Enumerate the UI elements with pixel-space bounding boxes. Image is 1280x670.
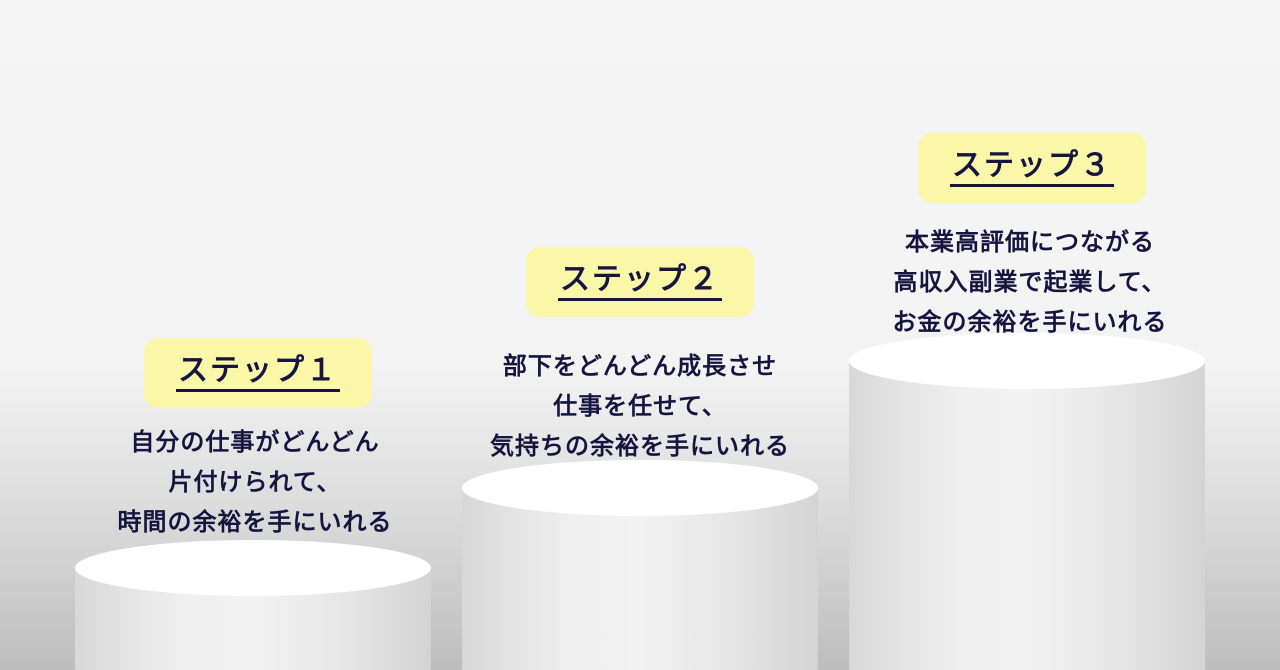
podium-step-2 [462, 460, 818, 670]
step-3-line-2: 高収入副業で起業して、 [893, 268, 1167, 296]
step-1-line-3: 時間の余裕を手にいれる [117, 508, 393, 536]
podium-body [462, 488, 818, 670]
step-3-label: ステップ３ [950, 149, 1114, 187]
step-2-line-1: 部下をどんどん成長させ [502, 352, 778, 380]
step-2-line-3: 気持ちの余裕を手にいれる [490, 432, 790, 460]
step-2-badge: ステップ２ [526, 247, 754, 317]
podium-step-3 [849, 333, 1205, 670]
step-3-description: 本業高評価につながる 高収入副業で起業して、 お金の余裕を手にいれる [830, 222, 1230, 342]
podium-step-1 [75, 540, 431, 670]
step-1-label: ステップ１ [176, 354, 340, 392]
podium-body [849, 361, 1205, 670]
step-3-line-3: お金の余裕を手にいれる [892, 308, 1168, 336]
podium-top [75, 540, 431, 596]
step-2-line-2: 仕事を任せて、 [553, 392, 727, 420]
podium-top [462, 460, 818, 516]
step-2-description: 部下をどんどん成長させ 仕事を任せて、 気持ちの余裕を手にいれる [440, 346, 840, 466]
podium-top [849, 333, 1205, 389]
step-2-label: ステップ２ [558, 263, 722, 301]
step-1-badge: ステップ１ [144, 338, 372, 408]
step-3-line-1: 本業高評価につながる [905, 228, 1155, 256]
step-1-description: 自分の仕事がどんどん 片付けられて、 時間の余裕を手にいれる [60, 422, 450, 542]
step-1-line-1: 自分の仕事がどんどん [130, 428, 380, 456]
step-1-line-2: 片付けられて、 [168, 468, 342, 496]
step-3-badge: ステップ３ [918, 133, 1146, 203]
